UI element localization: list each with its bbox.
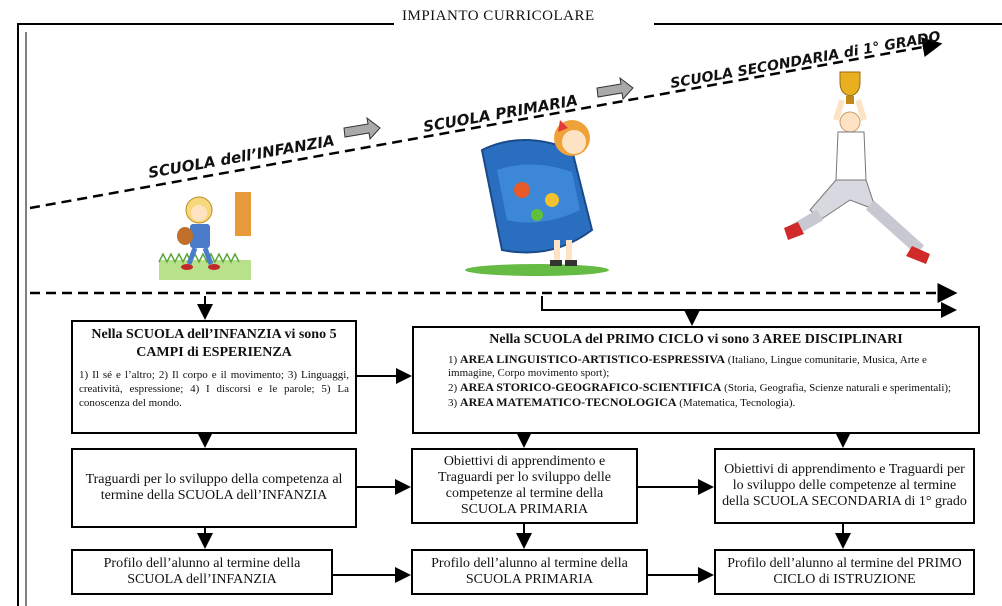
area-num: 3) xyxy=(448,397,458,409)
profilo-primo-ciclo-box: Profilo dell’alunno al termine del PRIMO… xyxy=(714,549,975,595)
runner-with-trophy-illustration xyxy=(784,71,930,264)
infanzia-campi-box: Nella SCUOLA dell’INFANZIA vi sono 5 CAM… xyxy=(71,320,357,434)
area-num: 2) xyxy=(448,382,458,394)
infanzia-campi-heading: Nella SCUOLA dell’INFANZIA vi sono 5 CAM… xyxy=(91,327,337,360)
area-num: 1) xyxy=(448,354,458,366)
child-walking-illustration xyxy=(157,190,252,282)
primo-ciclo-aree-box: Nella SCUOLA del PRIMO CICLO vi sono 3 A… xyxy=(412,326,980,434)
profilo-primaria-box: Profilo dell’alunno al termine della SCU… xyxy=(411,549,648,595)
profilo-primaria-text: Profilo dell’alunno al termine della SCU… xyxy=(431,556,628,587)
area-item-2: 2) AREA STORICO-GEOGRAFICO-SCIENTIFICA (… xyxy=(448,381,972,395)
profilo-primo-ciclo-text: Profilo dell’alunno al termine del PRIMO… xyxy=(727,556,962,587)
stage-arrow-2 xyxy=(596,76,634,101)
infanzia-campi-list: 1) Il sé e l’altro; 2) Il corpo e il mov… xyxy=(79,369,349,409)
area-name: AREA MATEMATICO-TECNOLOGICA xyxy=(459,395,677,409)
area-name: AREA LINGUISTICO-ARTISTICO-ESPRESSIVA xyxy=(459,352,726,366)
traguardi-infanzia-text: Traguardi per lo sviluppo della competen… xyxy=(85,472,343,503)
traguardi-secondaria-text: Obiettivi di apprendimento e Traguardi p… xyxy=(722,462,967,509)
area-name: AREA STORICO-GEOGRAFICO-SCIENTIFICA xyxy=(459,380,722,394)
traguardi-secondaria-box: Obiettivi di apprendimento e Traguardi p… xyxy=(714,448,975,524)
profilo-infanzia-box: Profilo dell’alunno al termine della SCU… xyxy=(71,549,333,595)
area-item-1: 1) AREA LINGUISTICO-ARTISTICO-ESPRESSIVA… xyxy=(448,353,972,380)
area-desc: (Italiano, Lingue comunitarie, Musica, A… xyxy=(448,354,927,379)
child-with-backpack-illustration xyxy=(465,120,609,276)
outer-frame xyxy=(17,23,394,606)
progression-dashed-line xyxy=(29,37,943,210)
bracket-primo-ciclo xyxy=(541,296,957,318)
diagram-title: IMPIANTO CURRICOLARE xyxy=(398,8,599,25)
area-desc: (Matematica, Tecnologia). xyxy=(676,397,796,409)
area-desc: (Storia, Geografia, Scienze naturali e s… xyxy=(721,382,952,394)
traguardi-infanzia-box: Traguardi per lo sviluppo della competen… xyxy=(71,448,357,528)
traguardi-primaria-box: Obiettivi di apprendimento e Traguardi p… xyxy=(411,448,638,524)
traguardi-primaria-text: Obiettivi di apprendimento e Traguardi p… xyxy=(438,454,611,517)
stage-arrow-1 xyxy=(343,116,381,141)
profilo-infanzia-text: Profilo dell’alunno al termine della SCU… xyxy=(103,556,301,587)
primo-ciclo-heading: Nella SCUOLA del PRIMO CICLO vi sono 3 A… xyxy=(489,332,903,347)
aree-list: 1) AREA LINGUISTICO-ARTISTICO-ESPRESSIVA… xyxy=(420,353,972,410)
area-item-3: 3) AREA MATEMATICO-TECNOLOGICA (Matemati… xyxy=(448,396,972,410)
